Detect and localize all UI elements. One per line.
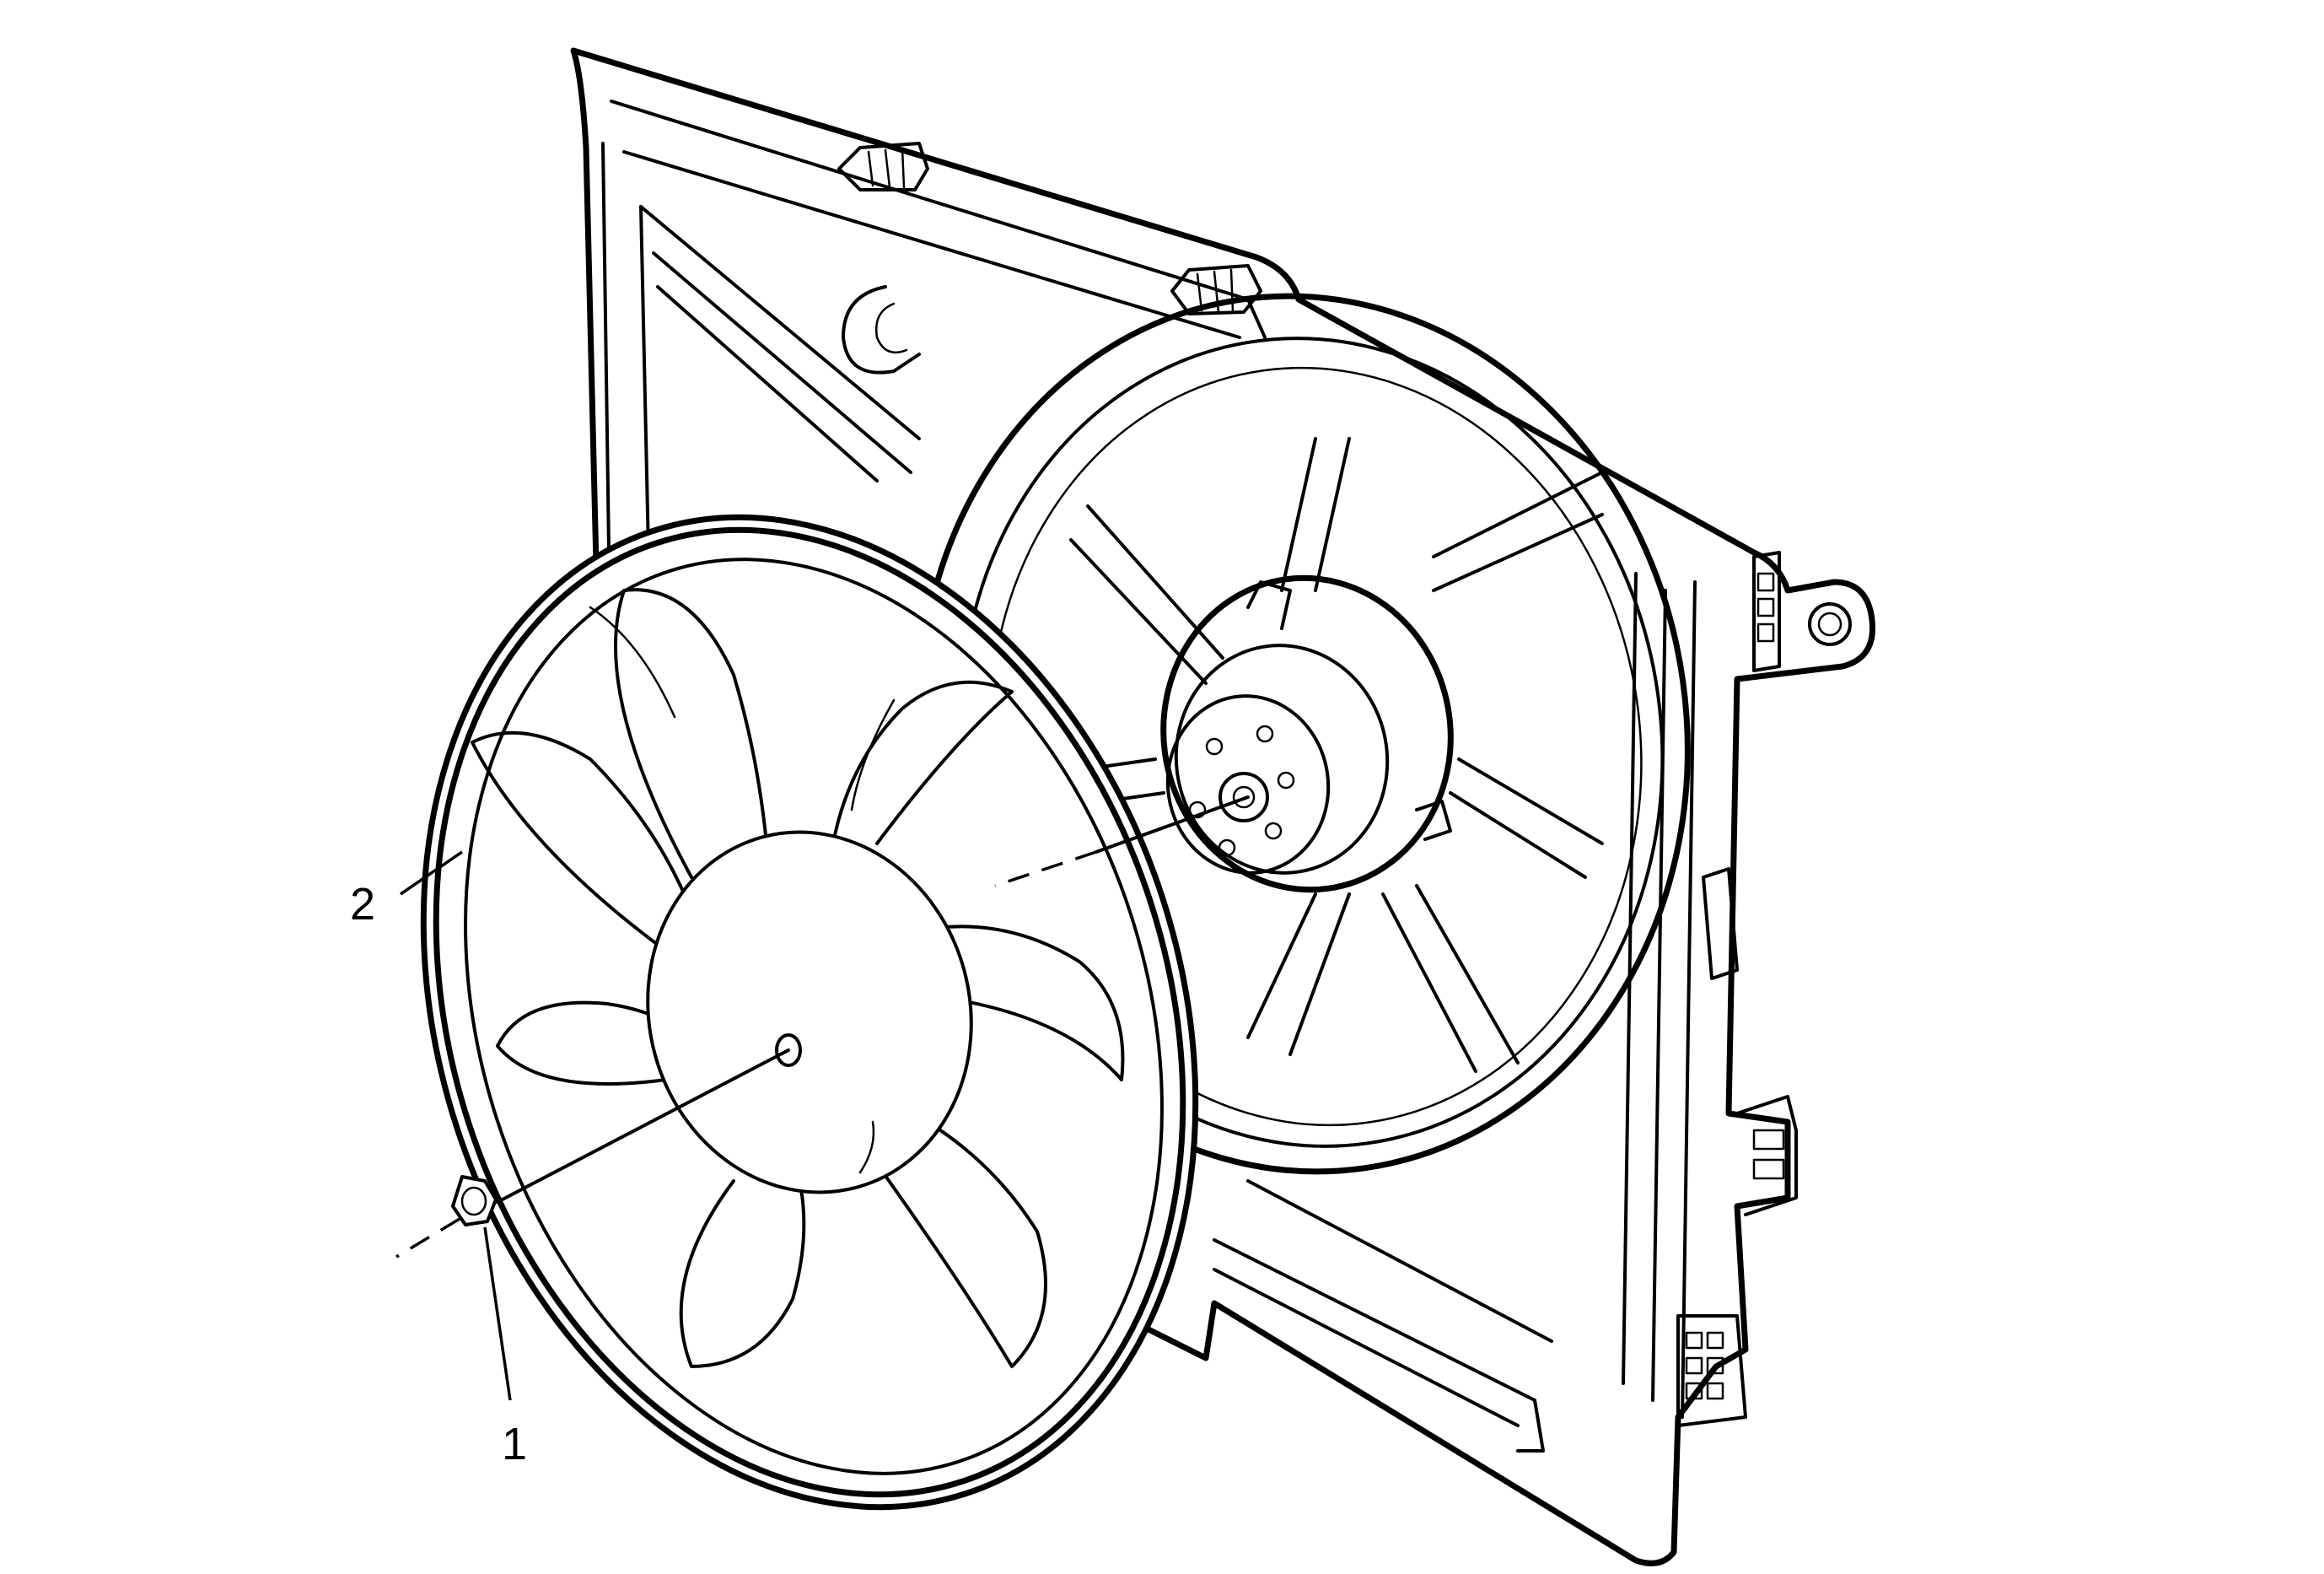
fan-blade-assembly: [420, 514, 1199, 1511]
callout-2: 2: [350, 850, 463, 930]
fan-nut: [451, 1175, 498, 1226]
callout-label-2: 2: [350, 879, 375, 930]
assembly-axis: [395, 795, 1250, 1259]
callout-label-1: 1: [502, 1419, 527, 1469]
fan-motor: [1160, 574, 1454, 893]
callout-1: 1: [483, 1226, 527, 1469]
